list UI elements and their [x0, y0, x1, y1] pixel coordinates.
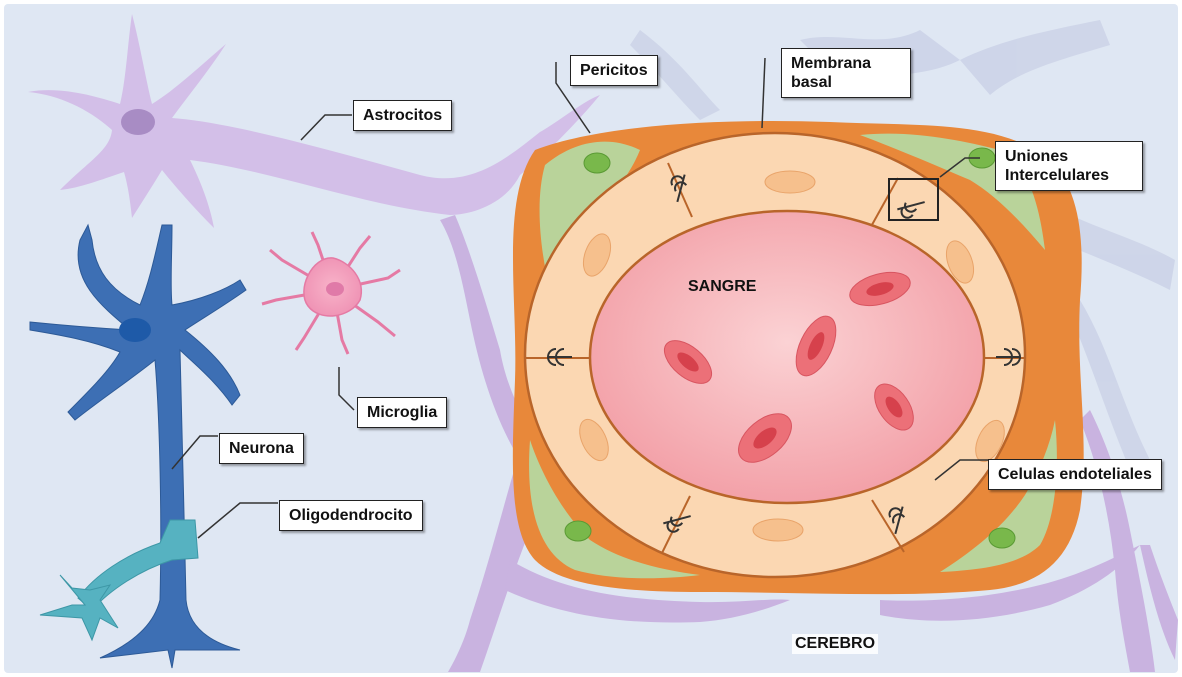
astrocyte-nucleus — [121, 109, 155, 135]
label-microglia: Microglia — [357, 397, 447, 428]
label-oligodendrocito: Oligodendrocito — [279, 500, 423, 531]
label-pericitos: Pericitos — [570, 55, 658, 86]
label-astrocitos: Astrocitos — [353, 100, 452, 131]
neuron-nucleus — [119, 318, 151, 342]
label-uniones-line1: Uniones — [1005, 147, 1133, 166]
label-sangre: SANGRE — [688, 278, 756, 296]
label-uniones-line2: Intercelulares — [1005, 166, 1133, 185]
label-membrana-basal: Membrana basal — [781, 48, 911, 98]
label-membrana-line1: Membrana — [791, 54, 901, 73]
label-uniones-intercelulares: Uniones Intercelulares — [995, 141, 1143, 191]
label-cerebro: CEREBRO — [792, 634, 878, 654]
label-membrana-line2: basal — [791, 73, 901, 92]
blood-lumen — [590, 211, 984, 503]
label-neurona: Neurona — [219, 433, 304, 464]
label-celulas-endoteliales: Celulas endoteliales — [988, 459, 1162, 490]
microglia-nucleus — [326, 282, 344, 296]
